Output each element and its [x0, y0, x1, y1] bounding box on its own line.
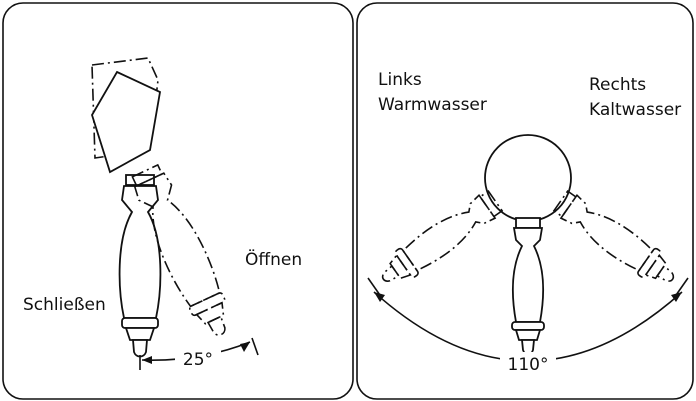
- handle-open: [131, 163, 226, 336]
- right-panel-frame: [356, 2, 694, 400]
- left-panel-frame: [2, 2, 354, 400]
- handle-right-cold: [552, 189, 675, 282]
- angle-label-110: 110°: [508, 355, 549, 375]
- arrowhead: [671, 292, 682, 302]
- right-panel: 110° Links Warmwasser Rechts Kaltwasser: [367, 70, 689, 376]
- handle-left-warm: [381, 189, 504, 282]
- label-oeffnen: Öffnen: [245, 248, 302, 270]
- label-warmwasser: Warmwasser: [378, 95, 487, 115]
- label-rechts: Rechts: [589, 75, 646, 95]
- handle-center: [511, 217, 545, 356]
- round-knob: [484, 134, 572, 222]
- knob-open-outline: [91, 70, 162, 174]
- arrowhead: [240, 342, 250, 352]
- label-schliessen: Schließen: [23, 295, 106, 315]
- label-kaltwasser: Kaltwasser: [589, 100, 681, 120]
- handle-closed: [118, 174, 162, 358]
- angle-label-25: 25°: [183, 350, 213, 370]
- arrowhead: [142, 356, 152, 364]
- label-links: Links: [378, 70, 422, 90]
- arrowhead: [374, 292, 385, 302]
- left-panel: 25° Schließen Öffnen: [23, 57, 302, 370]
